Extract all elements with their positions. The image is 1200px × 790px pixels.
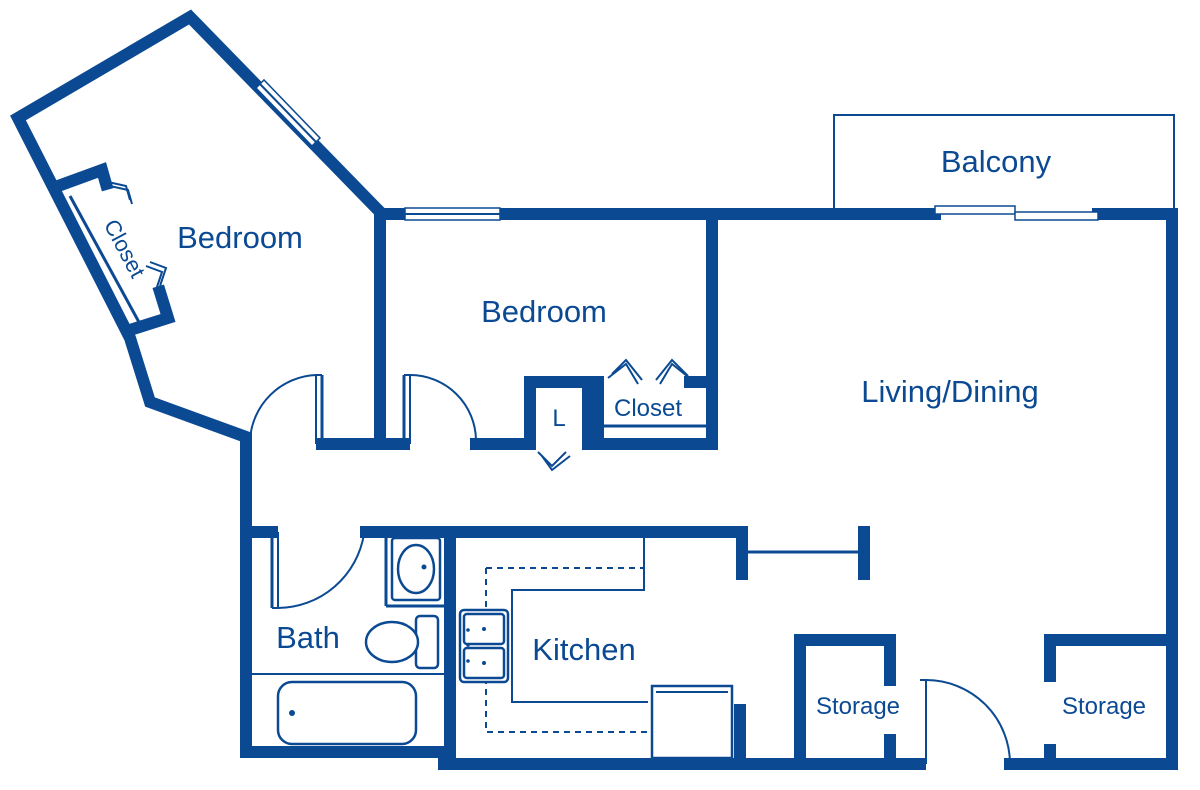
label-storage-2: Storage (1062, 693, 1146, 720)
label-linen: L (552, 405, 565, 432)
interior-walls (240, 208, 1178, 770)
label-balcony: Balcony (941, 144, 1052, 179)
bath-fixtures (276, 536, 442, 746)
kitchen-fixtures (458, 536, 734, 760)
label-bath: Bath (276, 620, 340, 655)
balcony (833, 114, 1175, 210)
label-closet-2: Closet (614, 395, 682, 422)
windows (254, 78, 1099, 221)
label-living-dining: Living/Dining (861, 374, 1039, 409)
label-bedroom-2: Bedroom (481, 294, 607, 329)
closet-bedroom-1 (50, 162, 176, 338)
label-closet-1: Closet (99, 215, 150, 282)
label-storage-1: Storage (816, 693, 900, 720)
label-kitchen: Kitchen (532, 632, 635, 667)
room-labels: Bedroom Closet Bedroom Closet L Balcony … (99, 144, 1146, 720)
doors (249, 358, 1011, 765)
label-bedroom-1: Bedroom (177, 220, 303, 255)
